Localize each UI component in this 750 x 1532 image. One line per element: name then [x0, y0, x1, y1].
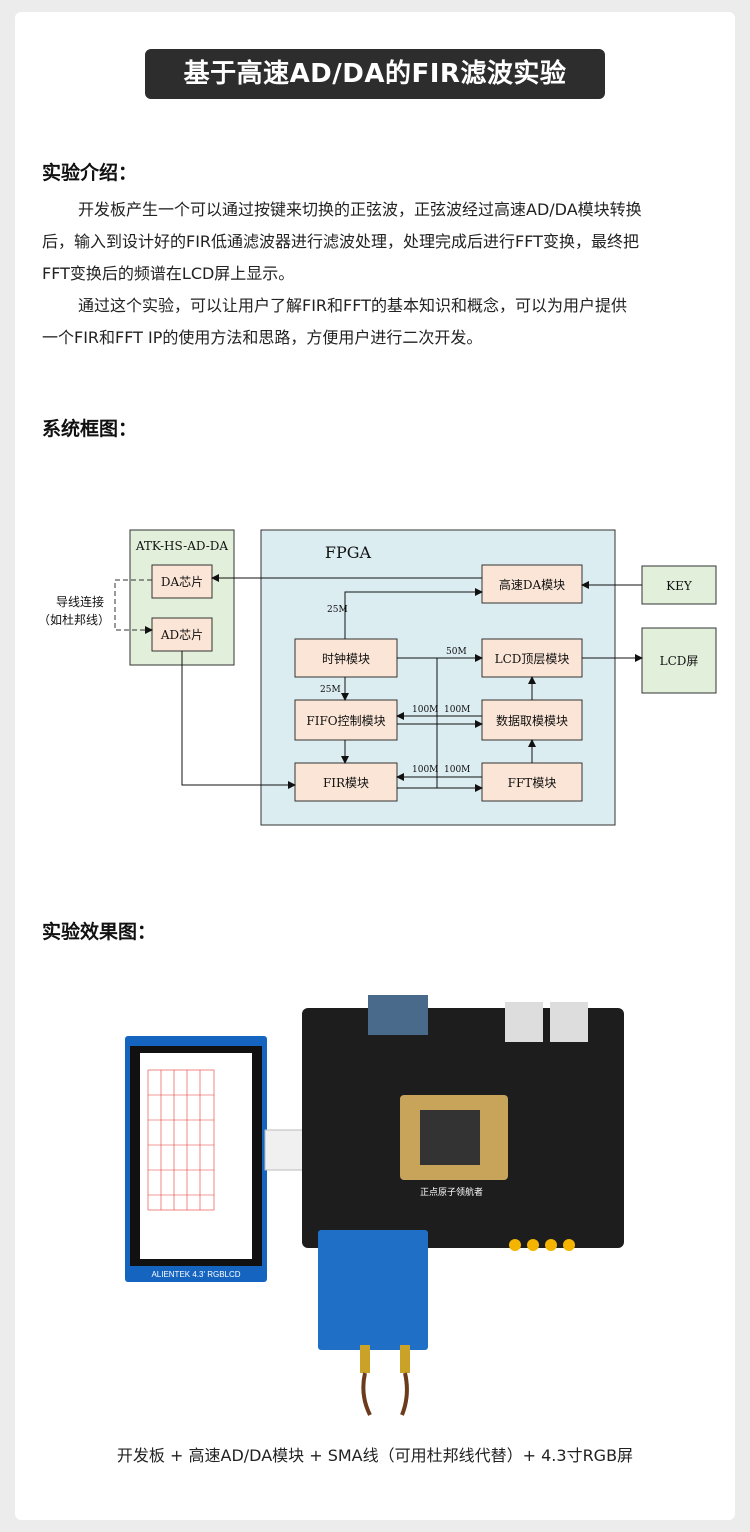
fpga-chip — [420, 1110, 480, 1165]
board-name: 正点原子领航者 — [420, 1186, 483, 1197]
sma-cable — [400, 1372, 409, 1416]
effect-caption: 开发板 + 高速AD/DA模块 + SMA线（可用杜邦线代替）+ 4.3寸RGB… — [116, 1446, 634, 1465]
freq-100m-1: 100M — [412, 705, 438, 715]
serial-port — [368, 995, 428, 1035]
fft-label: FFT模块 — [508, 776, 557, 790]
da-chip-label: DA芯片 — [161, 575, 203, 589]
freq-50m: 50M — [446, 647, 467, 657]
freq-100m-2: 100M — [444, 705, 470, 715]
ethernet-port-1 — [505, 1002, 543, 1042]
freq-25m-mid: 25M — [320, 685, 341, 695]
hs-da-label: 高速DA模块 — [499, 577, 565, 592]
ethernet-port-2 — [550, 1002, 588, 1042]
sma-connector — [360, 1345, 370, 1373]
fpga-label: FPGA — [325, 543, 372, 562]
intro-paragraph-2: 通过这个实验，可以让用户了解FIR和FFT的基本知识和概念，可以为用户提供 一个… — [42, 290, 718, 354]
intro-line: 开发板产生一个可以通过按键来切换的正弦波，正弦波经过高速AD/DA模块转换 — [78, 200, 642, 219]
lcd-top-label: LCD顶层模块 — [495, 652, 570, 666]
intro-line: 通过这个实验，可以让用户了解FIR和FFT的基本知识和概念，可以为用户提供 — [78, 296, 627, 315]
freq-100m-3: 100M — [412, 765, 438, 775]
effect-heading: 实验效果图： — [42, 921, 157, 943]
wire-note-2: （如杜邦线） — [38, 612, 110, 627]
button — [545, 1239, 557, 1251]
sma-cable — [361, 1372, 372, 1416]
fir-box — [294, 762, 398, 802]
lcd-screen-label: LCD屏 — [660, 654, 699, 668]
lcd-brand: ALIENTEK 4.3' RGBLCD — [151, 1270, 240, 1279]
clock-label: 时钟模块 — [322, 651, 370, 666]
da-chip-box — [151, 564, 213, 599]
wire-note-1: 导线连接 — [56, 594, 104, 609]
intro-paragraph-1: 开发板产生一个可以通过按键来切换的正弦波，正弦波经过高速AD/DA模块转换 后，… — [42, 194, 718, 290]
ad-chip-box — [151, 617, 213, 652]
intro-line: FFT变换后的频谱在LCD屏上显示。 — [42, 264, 295, 283]
button — [563, 1239, 575, 1251]
fifo-label: FIFO控制模块 — [306, 714, 385, 728]
sma-connector — [400, 1345, 410, 1373]
lcd-screen — [140, 1053, 252, 1259]
key-label: KEY — [666, 579, 693, 593]
intro-line: 一个FIR和FFT IP的使用方法和思路，方便用户进行二次开发。 — [42, 328, 483, 347]
page-title: 基于高速AD/DA的FIR滤波实验 — [145, 49, 605, 99]
fft-box — [481, 762, 583, 802]
system-block-diagram: ATK-HS-AD-DA DA芯片 AD芯片 导线连接 （如杜邦线） FPGA … — [38, 529, 717, 826]
spectrum-grid — [147, 1069, 215, 1211]
intro-line: 后，输入到设计好的FIR低通滤波器进行滤波处理，处理完成后进行FFT变换，最终把 — [42, 232, 639, 251]
intro-heading: 实验介绍： — [42, 162, 138, 184]
hs-da-box — [481, 564, 583, 604]
ad-chip-label: AD芯片 — [160, 628, 203, 642]
button — [527, 1239, 539, 1251]
data-mod-label: 数据取模模块 — [496, 713, 568, 728]
button — [509, 1239, 521, 1251]
fir-label: FIR模块 — [323, 776, 369, 790]
ad-da-module — [318, 1230, 428, 1350]
freq-25m-top: 25M — [327, 605, 348, 615]
board-label: ATK-HS-AD-DA — [135, 539, 229, 553]
system-heading: 系统框图： — [42, 418, 138, 440]
hardware-photo: ALIENTEK 4.3' RGBLCD 正点原子领航者 — [125, 995, 624, 1416]
key-box — [641, 565, 717, 605]
freq-100m-4: 100M — [444, 765, 470, 775]
